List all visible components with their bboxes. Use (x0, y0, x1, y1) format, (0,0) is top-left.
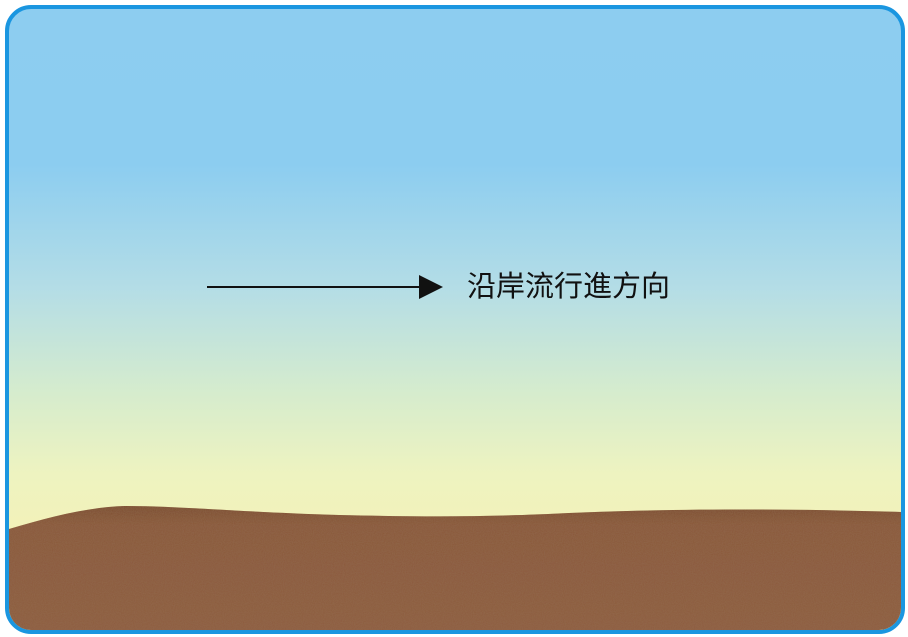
ground-sediment (9, 506, 901, 630)
longshore-arrow-head (419, 275, 443, 299)
longshore-current-direction-label: 沿岸流行進方向 (467, 269, 671, 303)
diagram-frame: 沿岸流行進方向 (5, 5, 905, 634)
coast-scene (9, 275, 901, 630)
